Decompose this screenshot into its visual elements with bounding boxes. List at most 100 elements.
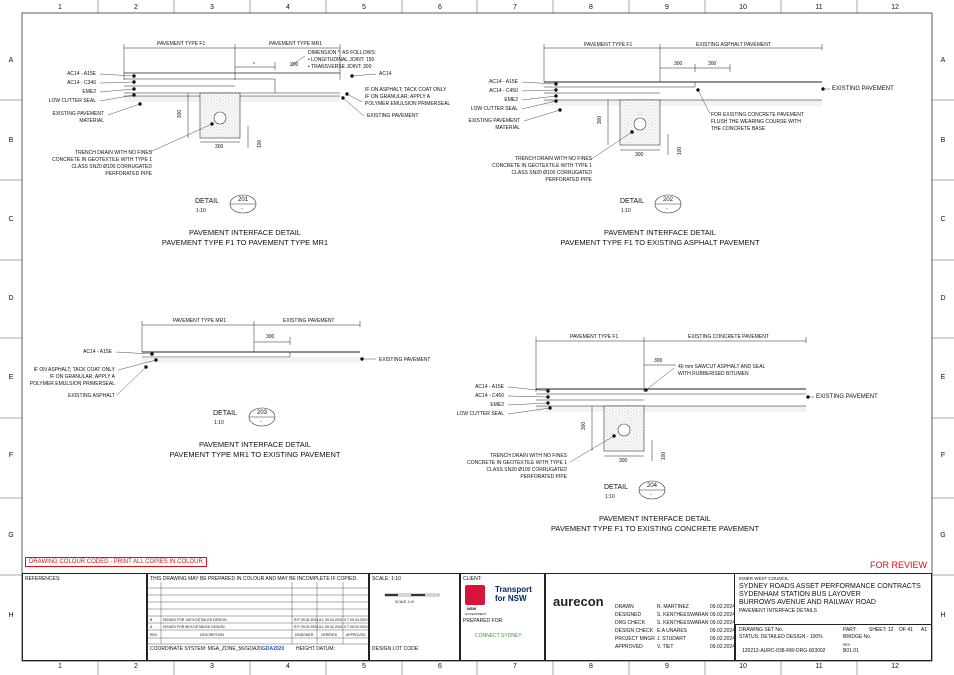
- tb-project-3: BURROWS AVENUE AND RAILWAY ROAD: [739, 599, 876, 606]
- d204-dim-300b: 300: [619, 458, 628, 464]
- tb-designer-head: DESIGNER: [295, 633, 314, 637]
- tb-status: STATUS: DETAILED DESIGN - 100%: [739, 634, 823, 640]
- d203-existing-asphalt: EXISTING ASPHALT: [68, 393, 115, 399]
- tb-revision-table: [147, 582, 369, 645]
- grid-col-11-bottom: 11: [815, 663, 823, 670]
- tb-drawing-info: [735, 624, 932, 661]
- grid-row-h: H: [8, 612, 14, 619]
- tb-nsw: NSW: [467, 606, 477, 611]
- scale-bar: [384, 593, 440, 597]
- tb-desc-head: DESCRIPTION: [200, 633, 224, 637]
- tb-role-designed: DESIGNED: [615, 612, 642, 618]
- d201-note-dim-3: • TRANSVERSE JOINT: 300: [308, 64, 372, 70]
- d201-label-f1: PAVEMENT TYPE F1: [157, 41, 206, 47]
- tb-connect-sydney: CONNECT SYDNEY: [475, 633, 522, 639]
- grid-col-8: 8: [589, 4, 593, 11]
- grid-col-6-bottom: 6: [438, 663, 442, 670]
- grid-row-b: B: [8, 137, 14, 144]
- tb-height: HEIGHT DATUM:: [296, 646, 335, 652]
- tb-date-pm: 09.02.2024: [710, 636, 736, 642]
- d202-note-2: FLUSH THE WEARING COURSE WITH: [711, 119, 801, 125]
- tb-prepared-for: PREPARED FOR:: [463, 618, 504, 624]
- tb-rev-b: B: [150, 618, 153, 622]
- d203-label-mr1: PAVEMENT TYPE MR1: [173, 318, 226, 324]
- tb-consultant-box: [545, 573, 735, 661]
- d204-note-sawcut-2: WITH RUBBERISED BITUMEN: [678, 371, 749, 377]
- d202-title-1: PAVEMENT INTERFACE DETAIL: [604, 228, 716, 237]
- grid-row-a-right: A: [940, 57, 946, 64]
- d203-detail-word: DETAIL: [213, 410, 237, 417]
- d201-detail-no: 201: [238, 197, 249, 203]
- tb-date-designcheck: 09.02.2024: [710, 628, 736, 634]
- d203-title-1: PAVEMENT INTERFACE DETAIL: [199, 440, 311, 449]
- d201-label-mr1: PAVEMENT TYPE MR1: [269, 41, 322, 47]
- tb-scale-box: [369, 573, 460, 661]
- grid-col-10-bottom: 10: [739, 663, 747, 670]
- d202-dim-300b: 300: [708, 61, 717, 67]
- tb-rev-head: REV: [150, 633, 158, 637]
- grid-col-5-bottom: 5: [362, 663, 366, 670]
- d204-trench-2: CONCRETE IN GEOTEXTILE WITH TYPE 1: [467, 460, 567, 466]
- tb-date-designed: 09.02.2024: [710, 612, 736, 618]
- grid-col-11: 11: [815, 4, 823, 11]
- d203-dim-300: 300: [266, 334, 275, 340]
- grid-col-7-bottom: 7: [513, 663, 517, 670]
- tb-rev-b-desc: ISSUED FOR 100% DETAILED DESIGN: [163, 618, 227, 622]
- d204-trench-3: CLASS SN20 Ø100 CORRUGATED: [486, 467, 568, 473]
- grid-col-1: 1: [58, 4, 62, 11]
- d202-trench-3: CLASS SN20 Ø100 CORRUGATED: [511, 170, 593, 176]
- tb-name-drgcheck: S. KENTHEESWARAN: [657, 620, 709, 626]
- d204-dim-vert-300: 300: [581, 421, 588, 431]
- d202-layer-5: EXISTING PAVEMENT: [468, 118, 521, 124]
- tb-name-designed: S. KENTHEESWARAN: [657, 612, 709, 618]
- d203-note-2: IF ON GRANULAR; APPLY A: [49, 374, 115, 380]
- d201-dim-300b: 300: [215, 144, 224, 150]
- d201-dash: -: [241, 206, 243, 212]
- grid-row-d-right: D: [940, 295, 946, 302]
- tb-drg-no: 120212-AURC-038-RW-DRG-003002: [742, 648, 826, 654]
- d204-layer-2: AC14 - C450: [475, 393, 504, 399]
- grid-row-b-right: B: [940, 137, 946, 144]
- d204-trench-4: PERFORATED PIPE: [520, 474, 567, 480]
- tb-project-4: PAVEMENT INTERFACE DETAILS: [739, 608, 817, 614]
- d201-trench-1: TRENCH DRAIN WITH NO FINES: [75, 150, 152, 156]
- colour-coded-banner: DRAWING COLOUR CODED - PRINT ALL COPIES …: [25, 557, 207, 567]
- tb-role-drawn: DRAWN: [615, 604, 634, 610]
- tb-scale: SCALE: 1:10: [372, 576, 401, 582]
- d204-dim-vert-100: 100: [661, 451, 668, 461]
- d203-existing: EXISTING PAVEMENT: [379, 357, 431, 363]
- d202-trench-1: TRENCH DRAIN WITH NO FINES: [515, 156, 592, 162]
- tb-role-drgcheck: DRG CHECK: [615, 620, 646, 626]
- d203-scale: 1:10: [214, 420, 224, 426]
- d201-title-1: PAVEMENT INTERFACE DETAIL: [189, 228, 301, 237]
- tb-project-2: SYDENHAM STATION BUS LAYOVER: [739, 591, 861, 598]
- detail-203-drawing: [115, 321, 376, 427]
- d202-layer-4: LOW CUTTER SEAL: [470, 106, 518, 112]
- grid-col-2-bottom: 2: [134, 663, 138, 670]
- d204-label-f1: PAVEMENT TYPE F1: [570, 334, 619, 340]
- d203-note-1: IF ON ASPHALT; TACK COAT ONLY: [33, 367, 115, 373]
- grid-col-3: 3: [210, 4, 214, 11]
- d202-detail-word: DETAIL: [620, 198, 644, 205]
- d201-existing: EXISTING PAVEMENT: [367, 113, 419, 119]
- d204-dim-300: 300: [654, 358, 663, 364]
- d204-layer-3: EME2: [490, 402, 504, 408]
- d201-scale: 1:10: [196, 208, 206, 214]
- d201-trench-3: CLASS SN20 Ø100 CORRUGATED: [71, 164, 153, 170]
- grid-col-9: 9: [665, 4, 669, 11]
- d203-label-existing: EXISTING PAVEMENT: [283, 318, 335, 324]
- d201-layer-3: EME2: [82, 89, 96, 95]
- d201-layer-2: AC14 - C340: [67, 80, 96, 86]
- d201-note-asph-2: IF ON GRANULAR; APPLY A: [365, 94, 431, 100]
- d204-detail-no: 204: [647, 483, 658, 489]
- detail-202-drawing: [521, 44, 830, 214]
- d201-layer-4: LOW CUTTER SEAL: [48, 98, 96, 104]
- tb-name-drawn: R. MARTINEZ: [657, 604, 689, 610]
- grid-row-h-right: H: [940, 612, 946, 619]
- d202-dash: -: [666, 206, 668, 212]
- d204-label-existing-concrete: EXISTING CONCRETE PAVEMENT: [688, 334, 769, 340]
- tb-rev-a-designer: R.P 09.02.2024: [294, 625, 319, 629]
- d204-existing: EXISTING PAVEMENT: [816, 394, 878, 400]
- d204-dash: -: [650, 492, 652, 498]
- tb-name-designcheck: E.A UNARES: [657, 628, 688, 634]
